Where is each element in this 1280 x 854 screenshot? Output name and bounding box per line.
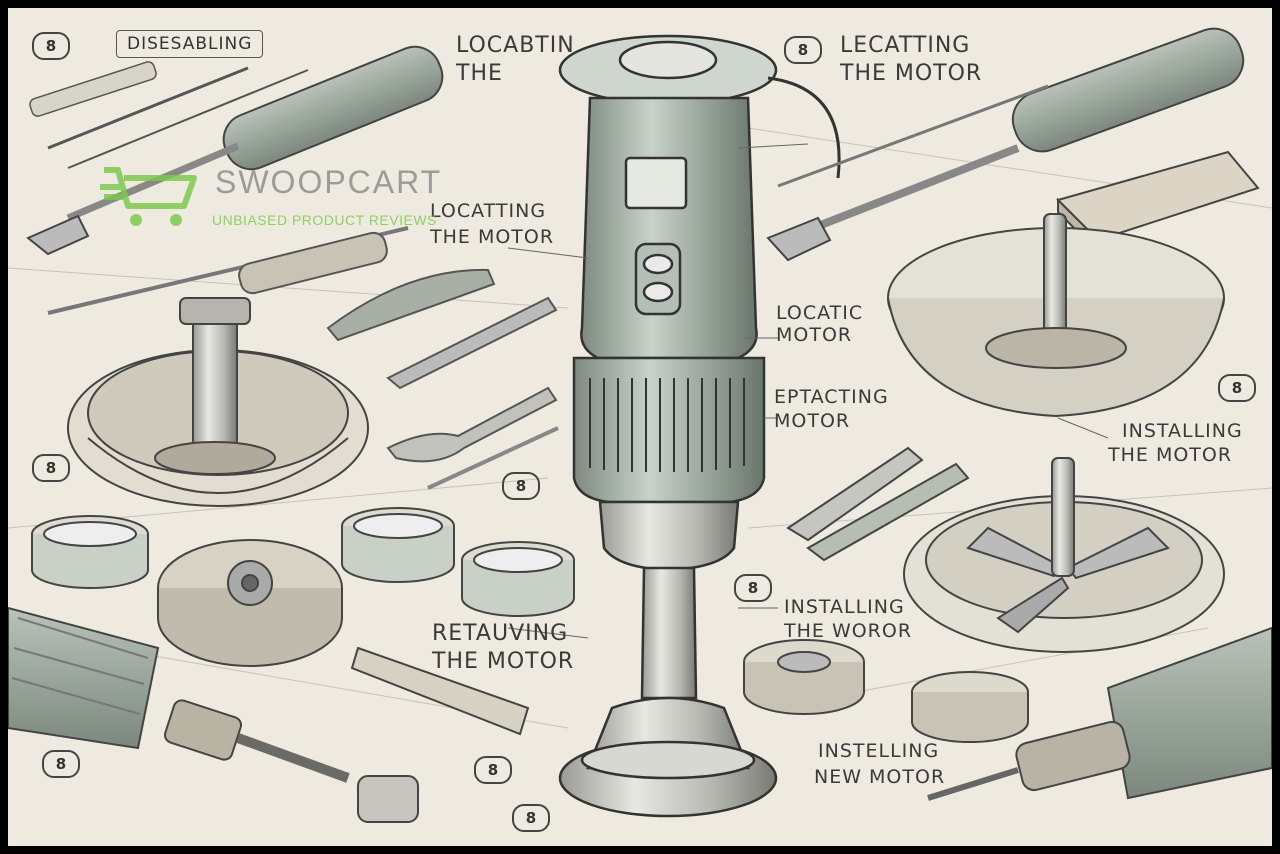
label-installing-mid-line2: THE WOROR — [784, 620, 913, 642]
step-marker-top-left: 8 — [32, 32, 70, 60]
label-installing-right-line1: INSTALLING — [1122, 420, 1243, 442]
shopping-cart-icon — [100, 167, 197, 226]
power-tool-bottom-right — [927, 626, 1272, 801]
label-retauving-line2: THE MOTOR — [432, 649, 575, 674]
step-marker-bottom-left: 8 — [42, 750, 80, 778]
label-installing-mid-line1: INSTALLING — [784, 596, 905, 618]
small-tools-top-left — [29, 61, 309, 169]
step-marker-center-lower: 8 — [734, 574, 772, 602]
label-locating-left-line2: THE MOTOR — [430, 226, 555, 248]
motor-caps — [743, 639, 1029, 743]
screwdriver-top-right — [766, 27, 1245, 262]
screwdriver-top-left — [26, 45, 444, 256]
label-eptacting-line2: MOTOR — [774, 410, 851, 432]
label-instelling-line2: NEW MOTOR — [814, 766, 946, 788]
motor-housing-part — [157, 539, 343, 667]
label-locatic-line1: LOCATIC — [776, 302, 864, 324]
step-marker-right-mid: 8 — [1218, 374, 1256, 402]
step-marker-top-center: 8 — [784, 36, 822, 64]
bowl-left — [67, 297, 369, 507]
illustration-canvas: DISESABLING LOCABTIN THE LECATTING THE M… — [8, 8, 1272, 846]
tools-left-row — [47, 226, 559, 490]
glass-bowl-right — [887, 213, 1225, 418]
watermark-tagline: UNBIASED PRODUCT REVIEWS — [212, 212, 437, 228]
swoopcart-watermark: SWOOPCART UNBIASED PRODUCT REVIEWS — [100, 160, 440, 236]
label-retauving-line1: RETAUVING — [432, 621, 569, 646]
spatula-tool — [350, 646, 530, 736]
power-tool-bottom-left — [8, 606, 419, 823]
step-marker-left-mid: 8 — [32, 454, 70, 482]
label-locating-right-line1: LECATTING — [840, 33, 971, 58]
step-marker-bottom-center-1: 8 — [474, 756, 512, 784]
label-locatic-line2: MOTOR — [776, 324, 853, 346]
rings-left — [31, 507, 575, 617]
step-marker-bottom-center-2: 8 — [512, 804, 550, 832]
label-eptacting-line1: EPTACTING — [774, 386, 889, 408]
label-instelling-line1: INSTELLING — [818, 740, 940, 762]
label-locating-left-line1: LOCATTING — [430, 200, 547, 222]
immersion-blender — [558, 34, 841, 818]
label-disassembling: DISESABLING — [116, 30, 264, 58]
label-locating-right-line2: THE MOTOR — [840, 61, 983, 86]
knives-right — [786, 446, 970, 562]
label-locating-top-line1: LOCABTIN — [456, 33, 575, 58]
label-locating-top-line2: THE — [456, 61, 503, 86]
step-marker-center-mid: 8 — [502, 472, 540, 500]
watermark-brand: SWOOPCART — [215, 164, 443, 200]
blender-repair-illustration — [8, 27, 1272, 823]
label-installing-right-line2: THE MOTOR — [1108, 444, 1233, 466]
blade-bowl-right — [903, 457, 1225, 653]
